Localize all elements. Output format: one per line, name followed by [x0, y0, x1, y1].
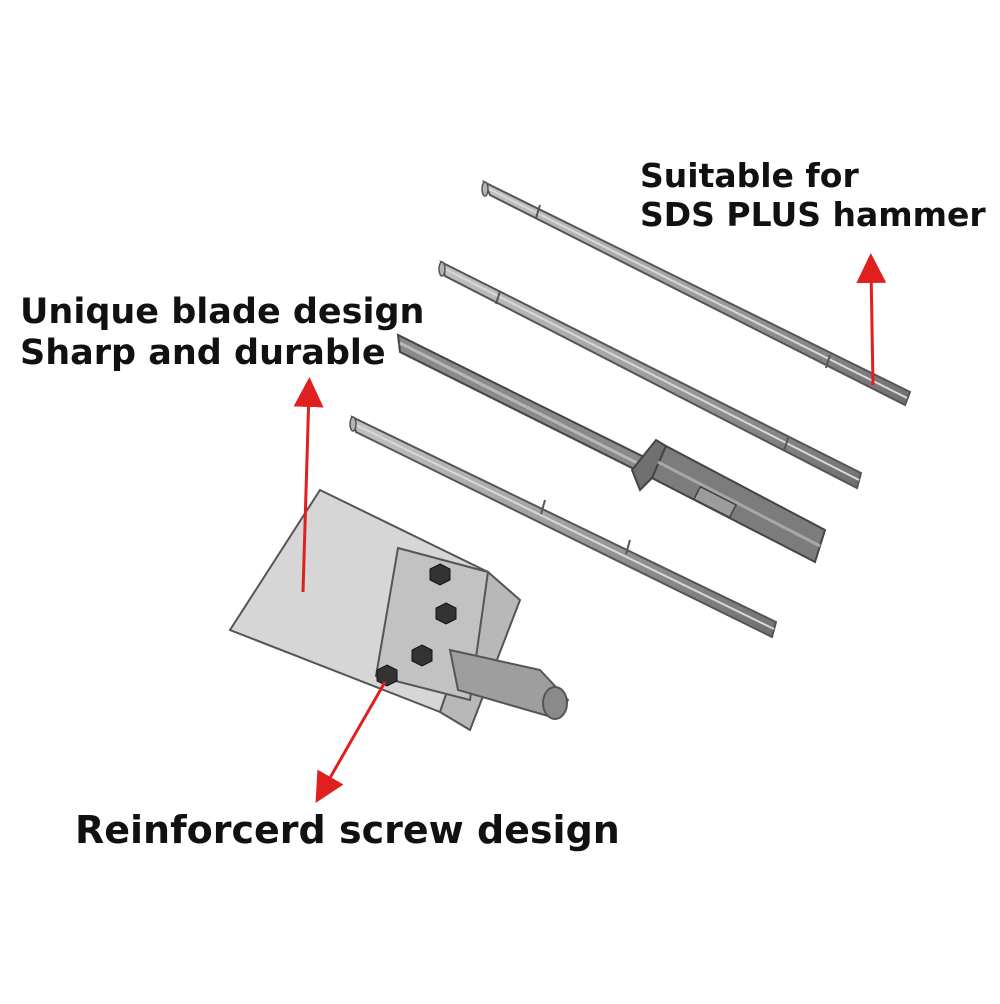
point-chisel-rod-2 [438, 260, 863, 490]
scraper-blade [228, 488, 570, 732]
sds-line-1: Suitable for [640, 156, 859, 195]
arrow-sds [856, 253, 887, 386]
blade-line-1: Unique blade design [20, 292, 425, 332]
annotation-arrows [293, 253, 887, 804]
flat-chisel-hex [396, 333, 827, 564]
arrow-screw [315, 681, 387, 804]
arrow-blade [293, 377, 324, 593]
blade-design-label: Unique blade design Sharp and durable [20, 292, 424, 375]
sds-plus-label: Suitable for SDS PLUS hammer [640, 156, 986, 235]
blade-line-2: Sharp and durable [20, 333, 386, 374]
point-chisel-rod-4 [349, 415, 778, 639]
screw-line-1: Reinforcerd screw design [75, 808, 620, 852]
screw-design-label: Reinforcerd screw design [75, 808, 620, 853]
screw-heads [376, 563, 457, 687]
sds-line-2: SDS PLUS hammer [640, 194, 986, 234]
point-chisel-rod-1 [481, 179, 912, 407]
